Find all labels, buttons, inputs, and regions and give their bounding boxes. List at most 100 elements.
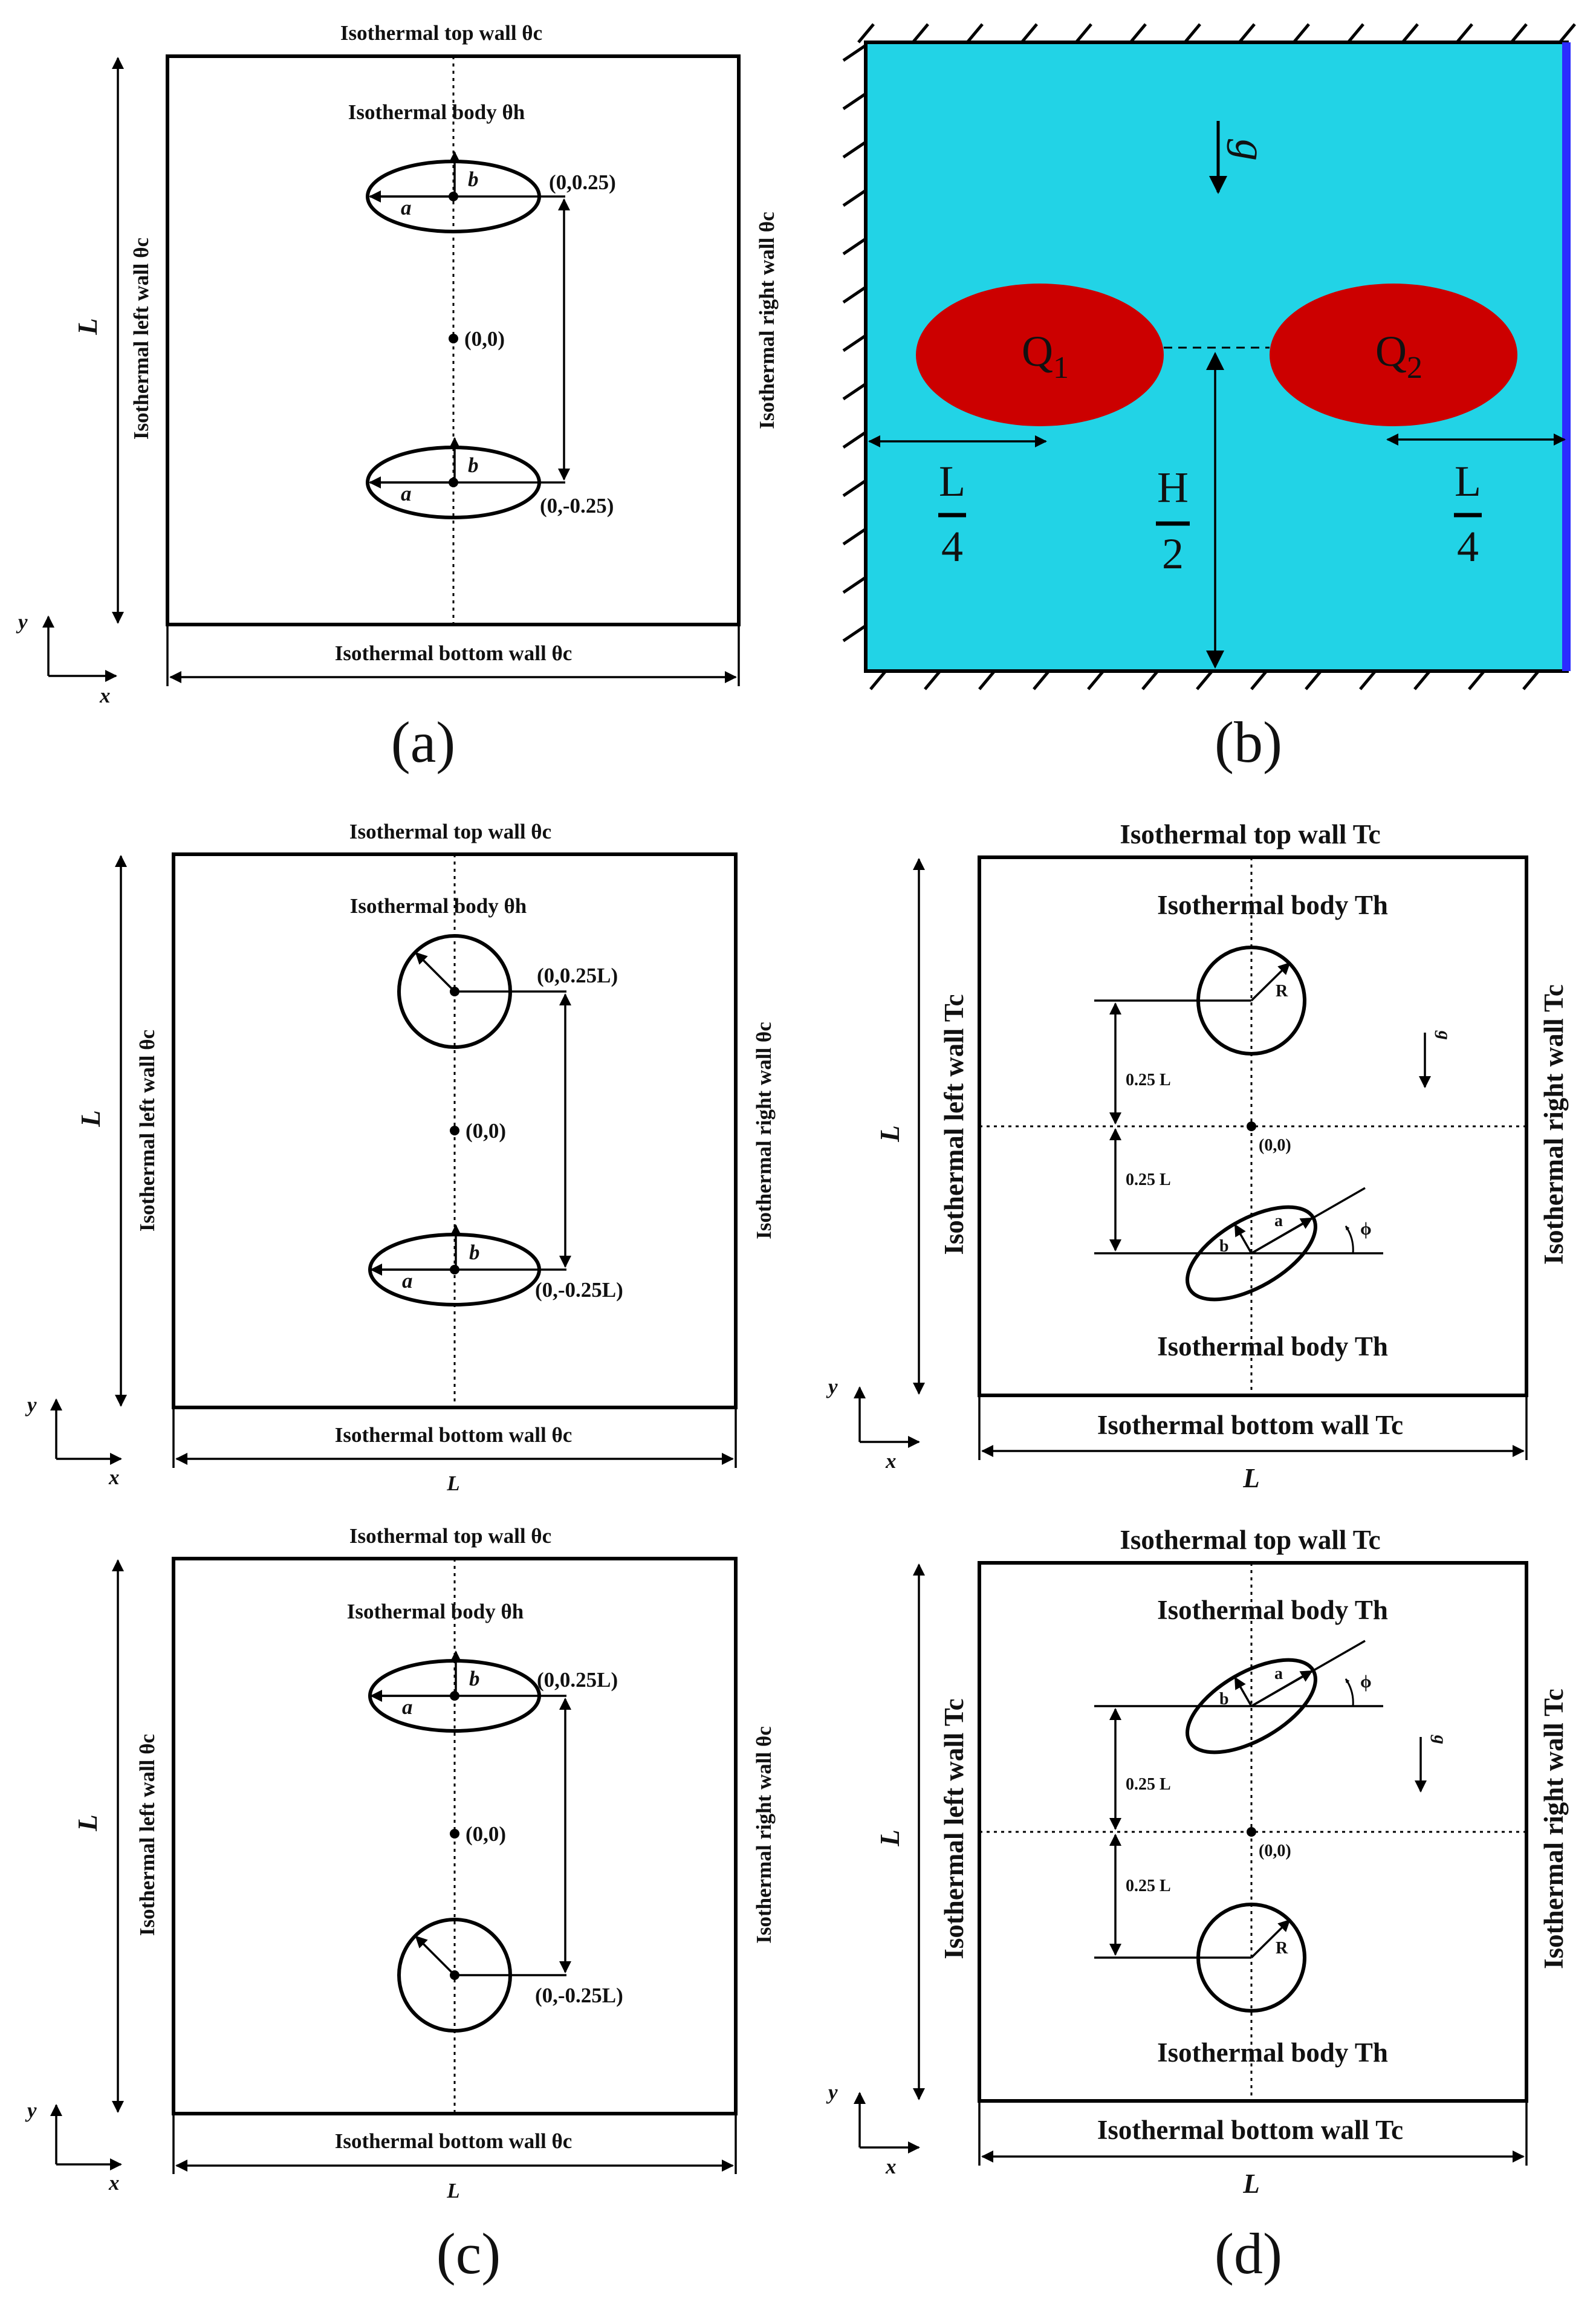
circle-radius-arrow xyxy=(415,1935,456,1976)
lower-spacing-label: 0.25 L xyxy=(1126,1170,1171,1189)
ellipse-b-label: b xyxy=(469,1667,480,1690)
gravity-label: g xyxy=(1227,139,1275,161)
ellipse-center-dot xyxy=(450,1265,459,1274)
origin-coordinate: (0,0) xyxy=(464,327,505,351)
top-wall-label: Isothermal top wall Tc xyxy=(1120,1525,1380,1555)
right-wall-label: Isothermal right wall Tc xyxy=(1539,1689,1569,1969)
caption-d: (d) xyxy=(1215,2221,1282,2286)
axis-x-label: x xyxy=(885,2155,897,2178)
ellipse-center-dot xyxy=(450,1691,459,1701)
width-label: L xyxy=(1242,1463,1260,1493)
left-wall-label: Isothermal left wall θc xyxy=(135,1734,159,1936)
height-label: L xyxy=(73,318,103,336)
origin-coordinate: (0,0) xyxy=(465,1119,506,1143)
left-wall-label: Isothermal left wall θc xyxy=(135,1030,159,1232)
lower-coordinate: (0,-0.25L) xyxy=(535,1984,623,2007)
heater-q2-label: Q2 xyxy=(1375,327,1422,385)
width-label: L xyxy=(446,2179,459,2202)
body-top-label: Isothermal body Th xyxy=(1157,1595,1388,1625)
panel-d-upper: Isothermal top wall Tc L Isothermal left… xyxy=(826,819,1569,1493)
width-label: L xyxy=(1242,2169,1260,2199)
upper-coordinate: (0,0.25L) xyxy=(537,964,618,987)
circle-center-dot xyxy=(450,987,459,996)
upper-a-label: a xyxy=(401,196,412,219)
height-label: L xyxy=(73,1814,103,1832)
b-arrow xyxy=(1234,1676,1253,1707)
a-label: a xyxy=(1274,1664,1283,1683)
height-label: L xyxy=(875,1125,905,1143)
heater-q1-label: Q1 xyxy=(1022,327,1069,385)
ellipse-a-label: a xyxy=(402,1695,413,1719)
a-arrow xyxy=(1251,1670,1313,1707)
origin-dot xyxy=(450,1829,459,1839)
heater-q1 xyxy=(916,284,1164,426)
gravity-label: g xyxy=(1430,1735,1450,1744)
left-wall-label: Isothermal left wall Tc xyxy=(939,1698,969,1959)
upper-spacing-label: 0.25 L xyxy=(1126,1775,1171,1794)
origin-dot xyxy=(1247,1827,1256,1837)
left-offset-4: 4 xyxy=(941,522,963,571)
body-label: Isothermal body θh xyxy=(350,894,527,918)
lower-coordinate: (0,-0.25) xyxy=(540,494,614,518)
ellipse-a-label: a xyxy=(402,1269,413,1293)
right-wall-label: Isothermal right wall Tc xyxy=(1539,984,1569,1265)
circle-radius-arrow xyxy=(1250,1919,1291,1959)
right-offset-L: L xyxy=(1455,457,1481,505)
top-wall-label: Isothermal top wall Tc xyxy=(1120,819,1380,849)
top-wall-hatching xyxy=(857,23,1576,44)
width-label: L xyxy=(446,1472,459,1495)
upper-coordinate: (0,0.25) xyxy=(549,170,616,194)
bottom-wall-label: Isothermal bottom wall θc xyxy=(335,641,573,665)
origin-label: (0,0) xyxy=(1259,1136,1291,1155)
panel-d-lower: Isothermal top wall Tc L Isothermal left… xyxy=(826,1525,1569,2286)
upper-spacing-label: 0.25 L xyxy=(1126,1071,1171,1089)
top-wall-label: Isothermal top wall θc xyxy=(349,1524,551,1548)
panel-c-upper: Isothermal top wall θc L Isothermal left… xyxy=(25,820,776,1495)
height-half-H: H xyxy=(1157,463,1189,511)
a-arrow xyxy=(1251,1217,1313,1254)
axis-x-label: x xyxy=(99,684,111,707)
upper-b-label: b xyxy=(468,167,479,191)
phi-angle-arc xyxy=(1345,1225,1354,1254)
axis-x-label: x xyxy=(108,1465,120,1489)
gravity-label: g xyxy=(1435,1030,1455,1040)
origin-coordinate: (0,0) xyxy=(465,1822,506,1846)
bottom-wall-label: Isothermal bottom wall θc xyxy=(335,2129,573,2153)
left-wall-label: Isothermal left wall θc xyxy=(129,238,153,440)
body-bottom-label: Isothermal body Th xyxy=(1157,2037,1388,2068)
phi-angle-arc xyxy=(1345,1678,1354,1707)
caption-a: (a) xyxy=(391,710,456,774)
body-label: Isothermal body θh xyxy=(347,1600,524,1623)
a-label: a xyxy=(1274,1212,1283,1230)
bottom-wall-hatching xyxy=(869,670,1540,690)
body-bottom-label: Isothermal body Th xyxy=(1157,1331,1388,1362)
lower-spacing-label: 0.25 L xyxy=(1126,1877,1171,1895)
b-label: b xyxy=(1219,1690,1229,1709)
origin-dot xyxy=(1247,1121,1256,1131)
left-wall-label: Isothermal left wall Tc xyxy=(939,994,969,1254)
b-label: b xyxy=(1219,1237,1229,1256)
heated-right-wall xyxy=(1562,42,1571,671)
top-wall-label: Isothermal top wall θc xyxy=(340,21,542,45)
origin-label: (0,0) xyxy=(1259,1842,1291,1860)
lower-center-dot xyxy=(449,478,458,487)
left-offset-L: L xyxy=(939,457,965,505)
height-label: L xyxy=(76,1110,106,1128)
circle-radius-arrow xyxy=(415,952,456,993)
axis-y-label: y xyxy=(25,1393,37,1417)
upper-coordinate: (0,0.25L) xyxy=(537,1668,618,1692)
circle-center-dot xyxy=(450,1970,459,1980)
phi-label: ϕ xyxy=(1360,1219,1372,1239)
b-arrow xyxy=(1234,1224,1253,1254)
lower-a-label: a xyxy=(401,482,412,505)
axis-x-label: x xyxy=(108,2171,120,2195)
body-top-label: Isothermal body Th xyxy=(1157,890,1388,920)
heater-q2 xyxy=(1270,284,1517,426)
origin-dot xyxy=(450,1126,459,1135)
origin-dot xyxy=(449,334,458,343)
axis-y-label: y xyxy=(826,2080,838,2104)
axis-x-label: x xyxy=(885,1449,897,1473)
right-wall-label: Isothermal right wall θc xyxy=(752,1726,776,1943)
lower-b-label: b xyxy=(468,453,479,477)
